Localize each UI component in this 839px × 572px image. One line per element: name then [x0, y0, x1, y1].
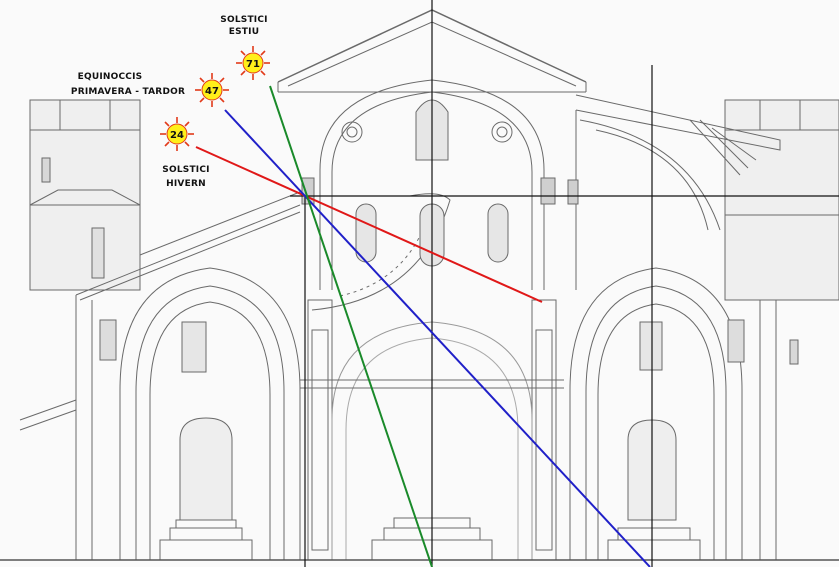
sun-equinox-value: 47: [205, 86, 219, 97]
sun-rays: [195, 85, 651, 568]
summer-solstice-label-1: SOLSTICI: [220, 15, 267, 25]
sun-icon: [242, 52, 264, 74]
left-aisle-bay: [19, 267, 301, 560]
sun-winter: 24: [160, 117, 194, 151]
sun-summer: 71: [236, 46, 270, 80]
sun-icon: [201, 79, 223, 101]
sun-summer-value: 71: [246, 59, 260, 70]
equinox-label-1: EQUINOCCIS: [78, 72, 143, 82]
winter-solstice-label-2: HIVERN: [166, 179, 206, 189]
right-aisle-roof: [575, 94, 781, 290]
equinox-ray: [224, 109, 651, 568]
summer-solstice-ray: [269, 85, 433, 568]
left-aisle-roof: [75, 191, 301, 301]
winter-solstice-label-1: SOLSTICI: [162, 165, 209, 175]
equinox-label-2: PRIMAVERA - TARDOR: [71, 87, 185, 97]
sun-winter-value: 24: [170, 130, 184, 141]
labels: SOLSTICI ESTIU EQUINOCCIS PRIMAVERA - TA…: [71, 15, 268, 189]
sun-equinox: 47: [195, 73, 229, 107]
right-tower: [724, 99, 839, 365]
summer-solstice-label-2: ESTIU: [229, 27, 259, 37]
sun-icon: [166, 123, 188, 145]
winter-solstice-ray: [195, 146, 543, 303]
guide-lines: [290, 0, 839, 567]
left-tower: [29, 99, 141, 291]
